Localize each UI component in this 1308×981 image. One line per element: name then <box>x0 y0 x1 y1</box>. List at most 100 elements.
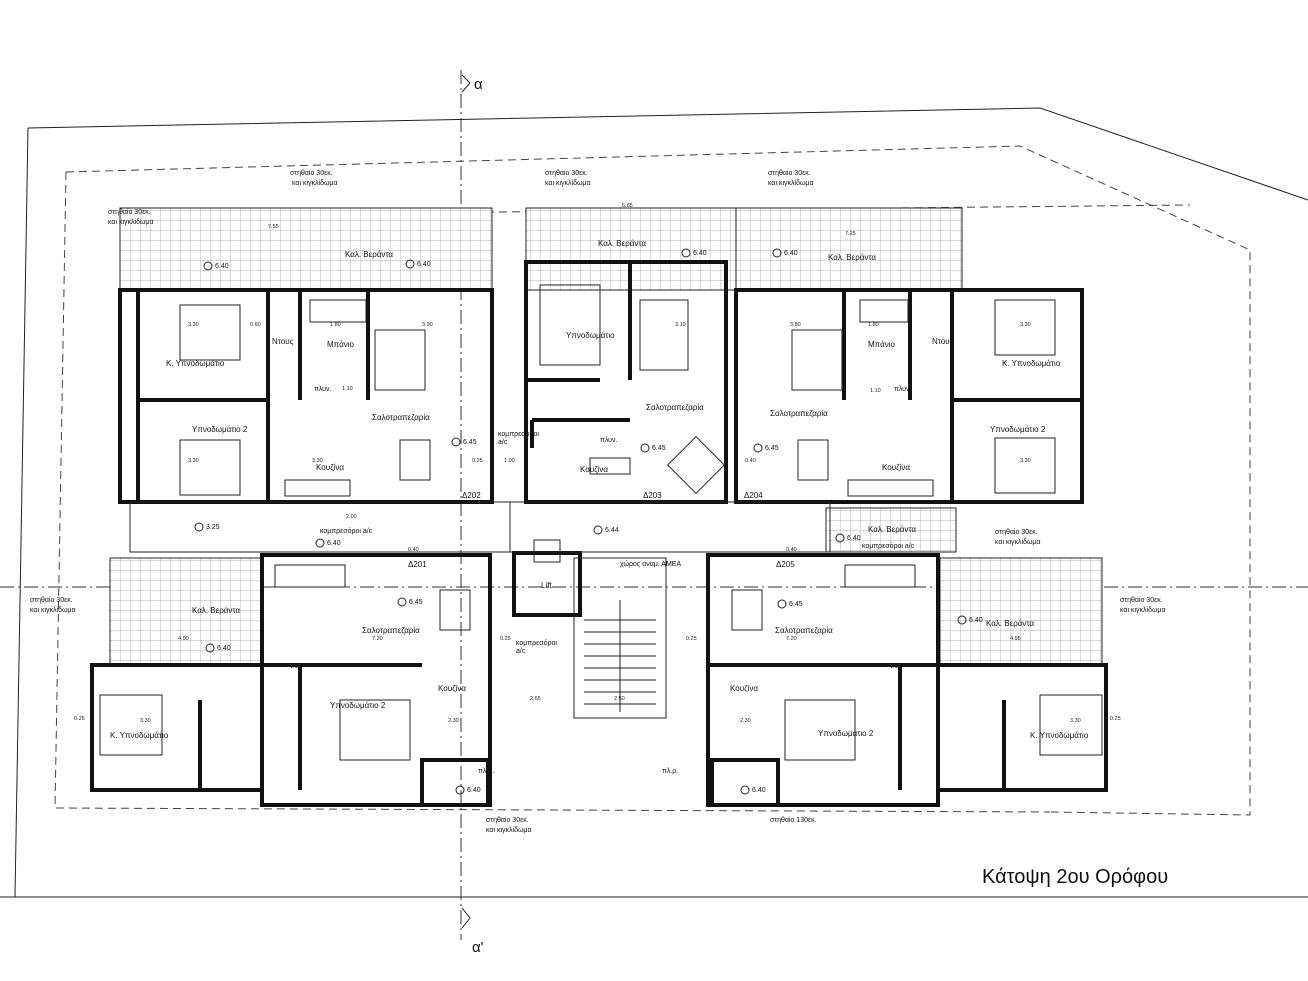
svg-text:6.44: 6.44 <box>605 527 619 534</box>
room-label-bedroom: Υπνοδωμάτιο <box>566 331 615 340</box>
room-label-living: Σαλοτραπεζαρία <box>770 409 828 418</box>
room-label-wm: πλυν. <box>894 386 911 393</box>
note-parapet: στηθαίο 30εκ. <box>995 528 1038 536</box>
room-label-living: Σαλοτραπεζαρία <box>372 413 430 422</box>
svg-text:1.80: 1.80 <box>330 322 341 328</box>
elevation-marker-icon <box>681 248 691 258</box>
bathtub-icon <box>859 299 909 323</box>
note-ac: a/c <box>498 439 508 446</box>
room-label-kitchen: Κουζίνα <box>316 463 344 472</box>
elevation-marker-icon <box>835 533 845 543</box>
svg-text:6.40: 6.40 <box>417 261 431 268</box>
room-label-veranda: Καλ. Βεράντα <box>192 606 240 615</box>
note-parapet-130: στηθαίο 130εκ. <box>770 816 817 824</box>
room-label-shower: Ντους <box>272 337 294 346</box>
bed-icon <box>994 437 1056 494</box>
room-label-living: Σαλοτραπεζαρία <box>646 403 704 412</box>
sofa-icon <box>639 299 689 371</box>
elevation-marker-icon <box>194 522 204 532</box>
dining-table-icon <box>439 589 471 631</box>
apartment-label-d204: Δ204 <box>744 491 763 500</box>
svg-text:7.55: 7.55 <box>268 224 279 230</box>
room-label-bedroom-2: Υπνοδωμάτιο 2 <box>990 425 1046 434</box>
elevation-marker-icon <box>455 785 465 795</box>
svg-text:1.10: 1.10 <box>342 386 353 392</box>
elevation-marker-icon <box>203 261 213 271</box>
elevation-marker-icon <box>451 437 461 447</box>
room-label-veranda: Καλ. Βεράντα <box>986 619 1034 628</box>
svg-text:3.80: 3.80 <box>790 322 801 328</box>
elevation-marker-icon <box>593 525 603 535</box>
room-label-veranda: Καλ. Βεράντα <box>598 239 646 248</box>
bed-icon <box>339 699 411 761</box>
apartment-label-d203: Δ203 <box>643 491 662 500</box>
dining-table-icon <box>399 439 431 481</box>
veranda-d204 <box>735 207 963 291</box>
svg-text:3.30: 3.30 <box>188 322 199 328</box>
interior-walls <box>138 262 1082 790</box>
veranda-d205 <box>939 557 1103 665</box>
room-label-main-bedroom: Κ. Υπνοδωμάτιο <box>1002 359 1061 368</box>
svg-text:0.40: 0.40 <box>408 547 419 553</box>
svg-text:6.40: 6.40 <box>847 535 861 542</box>
svg-text:6.40: 6.40 <box>327 540 341 547</box>
svg-text:2.30: 2.30 <box>448 718 459 724</box>
corridor <box>509 501 831 553</box>
svg-text:0.40: 0.40 <box>745 458 756 464</box>
svg-text:6.45: 6.45 <box>652 445 666 452</box>
kitchen-counter-icon <box>847 479 934 497</box>
bed-icon <box>99 694 163 756</box>
elevation-marker-icon <box>205 643 215 653</box>
svg-text:3.30: 3.30 <box>1020 458 1031 464</box>
room-label-veranda: Καλ. Βεράντα <box>345 250 393 259</box>
svg-text:3.90: 3.90 <box>422 322 433 328</box>
sofa-icon <box>374 329 426 391</box>
room-label-main-bedroom: Κ. Υπνοδωμάτιο <box>110 731 169 740</box>
elevation-marker-icon <box>397 597 407 607</box>
svg-text:6.45: 6.45 <box>765 445 779 452</box>
note-parapet: στηθαίο 30εκ. <box>108 208 151 216</box>
svg-text:0.25: 0.25 <box>1110 716 1121 722</box>
drawing-title: Κάτοψη 2ου Ορόφου <box>982 866 1168 888</box>
note-ac: a/c <box>516 648 526 655</box>
elevation-marker-icon <box>405 259 415 269</box>
note-railing: και κιγκλίδωμα <box>486 826 532 834</box>
section-arrow-icon <box>461 907 471 929</box>
apartment-label-d201: Δ201 <box>408 560 427 569</box>
note-parapet: στηθαίο 30εκ. <box>1120 596 1163 604</box>
room-label-kitchen: Κουζίνα <box>580 465 608 474</box>
section-mark-bottom: α' <box>472 939 484 956</box>
svg-text:0.25: 0.25 <box>500 636 511 642</box>
bed-icon <box>179 304 241 361</box>
svg-text:6.40: 6.40 <box>693 250 707 257</box>
bathtub-icon <box>309 299 367 323</box>
stair-treads <box>533 539 656 712</box>
note-railing: και κιγκλίδωμα <box>292 179 338 187</box>
svg-text:4.95: 4.95 <box>1010 636 1021 642</box>
note-parapet: στηθαίο 30εκ. <box>290 169 333 177</box>
apartment-label-d202: Δ202 <box>462 491 481 500</box>
room-label-living: Σαλοτραπεζαρία <box>775 626 833 635</box>
svg-text:0.60: 0.60 <box>250 322 261 328</box>
bed-icon <box>994 299 1056 356</box>
svg-text:2.00: 2.00 <box>346 514 357 520</box>
svg-text:2.50: 2.50 <box>614 696 625 702</box>
note-railing: και κιγκλίδωμα <box>768 179 814 187</box>
kitchen-counter-icon <box>284 479 351 497</box>
svg-text:3.25: 3.25 <box>206 524 220 531</box>
svg-text:6.40: 6.40 <box>969 617 983 624</box>
room-label-kitchen: Κουζίνα <box>882 463 910 472</box>
room-label-main-bedroom: Κ. Υπνοδωμάτιο <box>166 359 225 368</box>
room-label-bedroom-2: Υπνοδωμάτιο 2 <box>818 729 874 738</box>
dimensions: 7.55 6.65 7.25 3.30 3.90 3.10 3.80 3.30 … <box>74 203 1121 724</box>
room-label-amea: χώρος αναμ. ΑΜΕΑ <box>620 560 681 568</box>
room-label-wm: πλυν. <box>314 386 331 393</box>
apartment-label-d205: Δ205 <box>776 560 795 569</box>
room-label-main-bedroom: Κ. Υπνοδωμάτιο <box>1030 731 1089 740</box>
dining-table-icon <box>667 436 725 494</box>
room-label-bedroom-2: Υπνοδωμάτιο 2 <box>330 701 386 710</box>
room-label-shower: Ντους <box>932 337 954 346</box>
bed-icon <box>784 699 856 761</box>
elevation-marker-icon <box>640 443 650 453</box>
elevation-markers: 6.40 6.40 6.40 6.40 6.45 6.45 6.45 3.25 … <box>194 248 983 795</box>
